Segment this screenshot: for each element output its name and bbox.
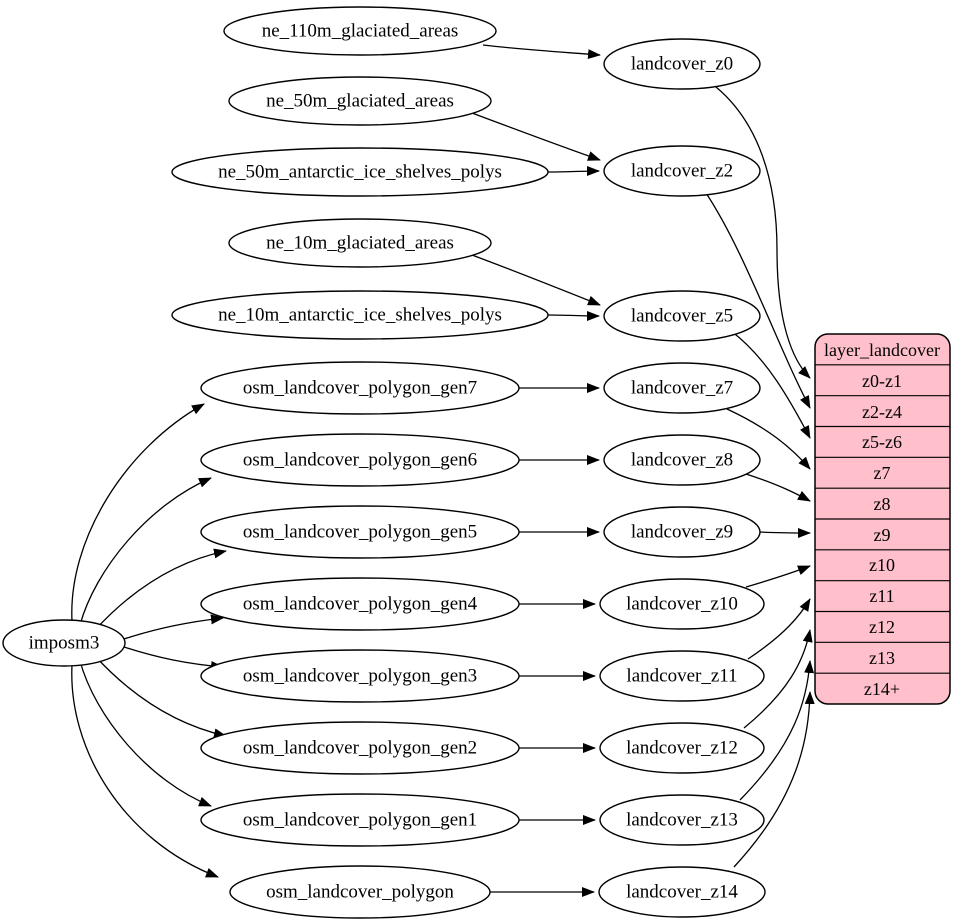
node-label: osm_landcover_polygon_gen4 xyxy=(243,594,478,615)
edge-imposm3-to-osm_landcover_polygon_gen1 xyxy=(79,660,212,807)
node-ne_50m_antarctic_ice_shelves_polys: ne_50m_antarctic_ice_shelves_polys xyxy=(171,147,549,197)
edge-landcover_z11-to-row-z11 xyxy=(747,598,811,660)
table-row-z0-z1: z0-z1 xyxy=(862,371,902,391)
node-landcover_z14: landcover_z14 xyxy=(598,866,766,918)
table-row-z11: z11 xyxy=(869,586,894,606)
edge-ne_50m_antarctic_ice_shelves_polys-to-landcover_z2 xyxy=(547,166,600,177)
edge-landcover_z7-to-row-z7 xyxy=(726,408,811,470)
table-row-z10: z10 xyxy=(869,555,895,575)
edge-imposm3-to-osm_landcover_polygon xyxy=(71,664,219,878)
node-imposm3: imposm3 xyxy=(2,619,126,667)
node-landcover_z10: landcover_z10 xyxy=(599,578,765,630)
edge-imposm3-to-osm_landcover_polygon_gen2 xyxy=(94,655,227,739)
edge-imposm3-to-osm_landcover_polygon_gen7 xyxy=(71,403,205,622)
node-osm_landcover_polygon_gen2: osm_landcover_polygon_gen2 xyxy=(200,721,520,775)
node-label: landcover_z5 xyxy=(631,306,733,327)
node-label: ne_10m_glaciated_areas xyxy=(266,233,454,254)
node-osm_landcover_polygon: osm_landcover_polygon xyxy=(229,865,491,919)
node-ne_110m_glaciated_areas: ne_110m_glaciated_areas xyxy=(223,6,497,56)
node-label: osm_landcover_polygon_gen1 xyxy=(243,810,477,831)
edge-group-imposm3 xyxy=(71,403,227,878)
edge-landcover_z13-to-row-z13 xyxy=(739,660,815,801)
node-label: ne_10m_antarctic_ice_shelves_polys xyxy=(218,305,502,326)
node-osm_landcover_polygon_gen1: osm_landcover_polygon_gen1 xyxy=(200,793,520,847)
node-osm_landcover_polygon_gen3: osm_landcover_polygon_gen3 xyxy=(200,649,520,703)
node-label: landcover_z12 xyxy=(626,738,738,759)
edge-imposm3-to-osm_landcover_polygon_gen5 xyxy=(94,548,227,631)
node-ne_10m_antarctic_ice_shelves_polys: ne_10m_antarctic_ice_shelves_polys xyxy=(171,290,549,340)
edge-landcover_z14-to-row-z14plus xyxy=(733,691,815,868)
edge-landcover_z8-to-row-z8 xyxy=(745,473,811,502)
edge-landcover_z9-to-row-z9 xyxy=(759,527,811,538)
table-row-z2-z4: z2-z4 xyxy=(862,402,902,422)
edge-imposm3-to-osm_landcover_polygon_gen4 xyxy=(123,614,224,640)
edge-landcover_z10-to-row-z10 xyxy=(745,565,811,588)
node-landcover_z2: landcover_z2 xyxy=(603,145,761,197)
edge-group-sources xyxy=(471,44,601,897)
node-ne_50m_glaciated_areas: ne_50m_glaciated_areas xyxy=(228,76,492,126)
node-label: osm_landcover_polygon_gen3 xyxy=(243,666,477,687)
node-label: ne_50m_glaciated_areas xyxy=(266,91,454,112)
node-label: osm_landcover_polygon_gen7 xyxy=(243,378,477,399)
edge-ne_110m_glaciated_areas-to-landcover_z0 xyxy=(482,44,601,60)
node-label: osm_landcover_polygon xyxy=(266,882,454,903)
node-label: osm_landcover_polygon_gen6 xyxy=(243,450,477,471)
table-row-z5-z6: z5-z6 xyxy=(862,432,902,452)
node-label: imposm3 xyxy=(29,633,100,654)
node-osm_landcover_polygon_gen5: osm_landcover_polygon_gen5 xyxy=(200,505,520,559)
table-header: layer_landcover xyxy=(824,340,940,360)
node-label: landcover_z2 xyxy=(631,161,733,182)
table-layer_landcover: layer_landcover z0-z1 z2-z4 z5-z6 z7 z8 … xyxy=(814,333,951,705)
edge-imposm3-to-osm_landcover_polygon_gen6 xyxy=(79,477,212,626)
edge-landcover_z0-to-row-z0-z1 xyxy=(715,86,811,379)
table-row-z7: z7 xyxy=(874,463,891,483)
table-row-z13: z13 xyxy=(869,648,895,668)
edge-ne_10m_glaciated_areas-to-landcover_z5 xyxy=(471,254,601,306)
node-landcover_z9: landcover_z9 xyxy=(603,506,761,558)
node-label: landcover_z10 xyxy=(626,594,738,615)
node-landcover_z0: landcover_z0 xyxy=(603,38,761,90)
edge-ne_10m_antarctic_ice_shelves_polys-to-landcover_z5 xyxy=(547,310,600,321)
node-label: ne_50m_antarctic_ice_shelves_polys xyxy=(218,162,502,183)
node-label: landcover_z9 xyxy=(631,522,733,543)
node-label: landcover_z7 xyxy=(631,378,733,399)
node-label: ne_110m_glaciated_areas xyxy=(262,21,459,42)
node-landcover_z12: landcover_z12 xyxy=(599,722,765,774)
node-osm_landcover_polygon_gen6: osm_landcover_polygon_gen6 xyxy=(200,433,520,487)
node-osm_landcover_polygon_gen7: osm_landcover_polygon_gen7 xyxy=(200,361,520,415)
node-label: landcover_z11 xyxy=(626,666,737,687)
node-label: landcover_z14 xyxy=(626,882,738,903)
edge-landcover_z12-to-row-z12 xyxy=(743,629,813,729)
table-row-z8: z8 xyxy=(874,494,891,514)
table-row-z9: z9 xyxy=(874,525,891,545)
table-row-z14plus: z14+ xyxy=(864,679,900,699)
node-label: osm_landcover_polygon_gen2 xyxy=(243,738,477,759)
edge-landcover_z5-to-row-z5-z6 xyxy=(730,330,811,439)
node-label: landcover_z0 xyxy=(631,54,733,75)
edge-landcover_z2-to-row-z2-z4 xyxy=(705,192,811,409)
node-label: osm_landcover_polygon_gen5 xyxy=(243,522,477,543)
node-landcover_z8: landcover_z8 xyxy=(603,434,761,486)
edge-ne_50m_glaciated_areas-to-landcover_z2 xyxy=(471,112,601,161)
edge-group-table xyxy=(705,86,815,868)
node-label: landcover_z8 xyxy=(631,450,733,471)
table-row-z12: z12 xyxy=(869,617,895,637)
node-landcover_z13: landcover_z13 xyxy=(599,794,765,846)
node-landcover_z11: landcover_z11 xyxy=(599,650,765,702)
edge-imposm3-to-osm_landcover_polygon_gen3 xyxy=(123,646,224,671)
node-landcover_z7: landcover_z7 xyxy=(603,362,761,414)
node-osm_landcover_polygon_gen4: osm_landcover_polygon_gen4 xyxy=(200,577,520,631)
node-label: landcover_z13 xyxy=(626,810,738,831)
node-landcover_z5: landcover_z5 xyxy=(603,290,761,342)
node-ne_10m_glaciated_areas: ne_10m_glaciated_areas xyxy=(228,218,492,268)
